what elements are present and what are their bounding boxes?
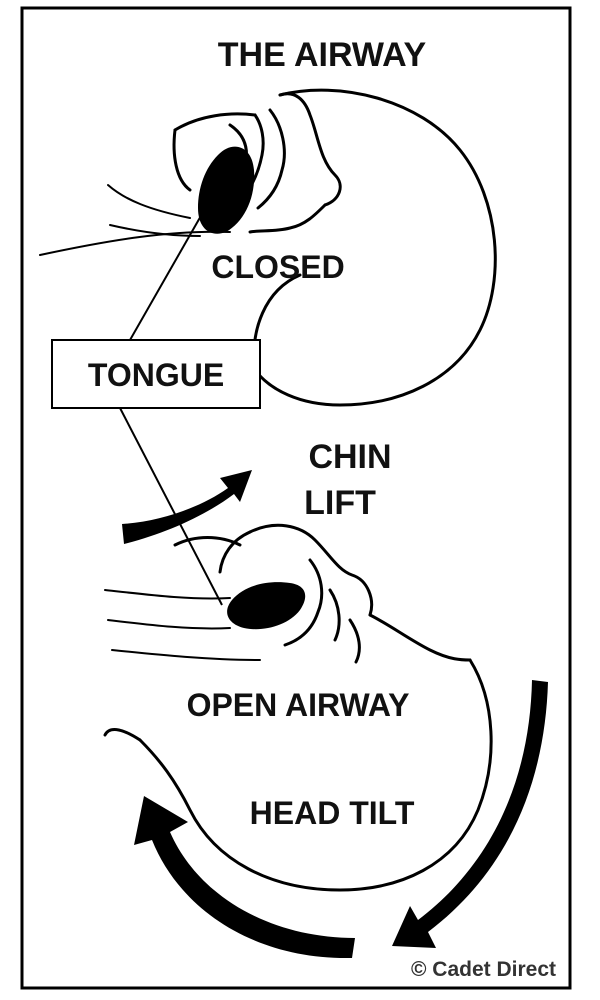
chin-lift-label-line2: LIFT	[304, 484, 376, 522]
tongue-blocking	[198, 146, 255, 234]
open-airway-label: OPEN AIRWAY	[187, 687, 410, 723]
head-tilt-label: HEAD TILT	[250, 795, 415, 831]
tongue-open	[227, 582, 306, 630]
closed-label: CLOSED	[211, 249, 344, 285]
pointer-line-closed	[129, 199, 211, 341]
diagram-title: THE AIRWAY	[218, 36, 427, 74]
pointer-line-open	[119, 407, 223, 606]
copyright-notice: © Cadet Direct	[411, 958, 556, 981]
chin-lift-label-line1: CHIN	[308, 438, 391, 476]
diagram-border	[20, 6, 572, 990]
open-airway-head	[103, 523, 493, 892]
curved-arrow-icon	[122, 470, 252, 544]
tongue-label-box	[51, 339, 261, 409]
tongue-label: TONGUE	[88, 357, 224, 393]
circular-arrow-icon	[134, 680, 548, 959]
